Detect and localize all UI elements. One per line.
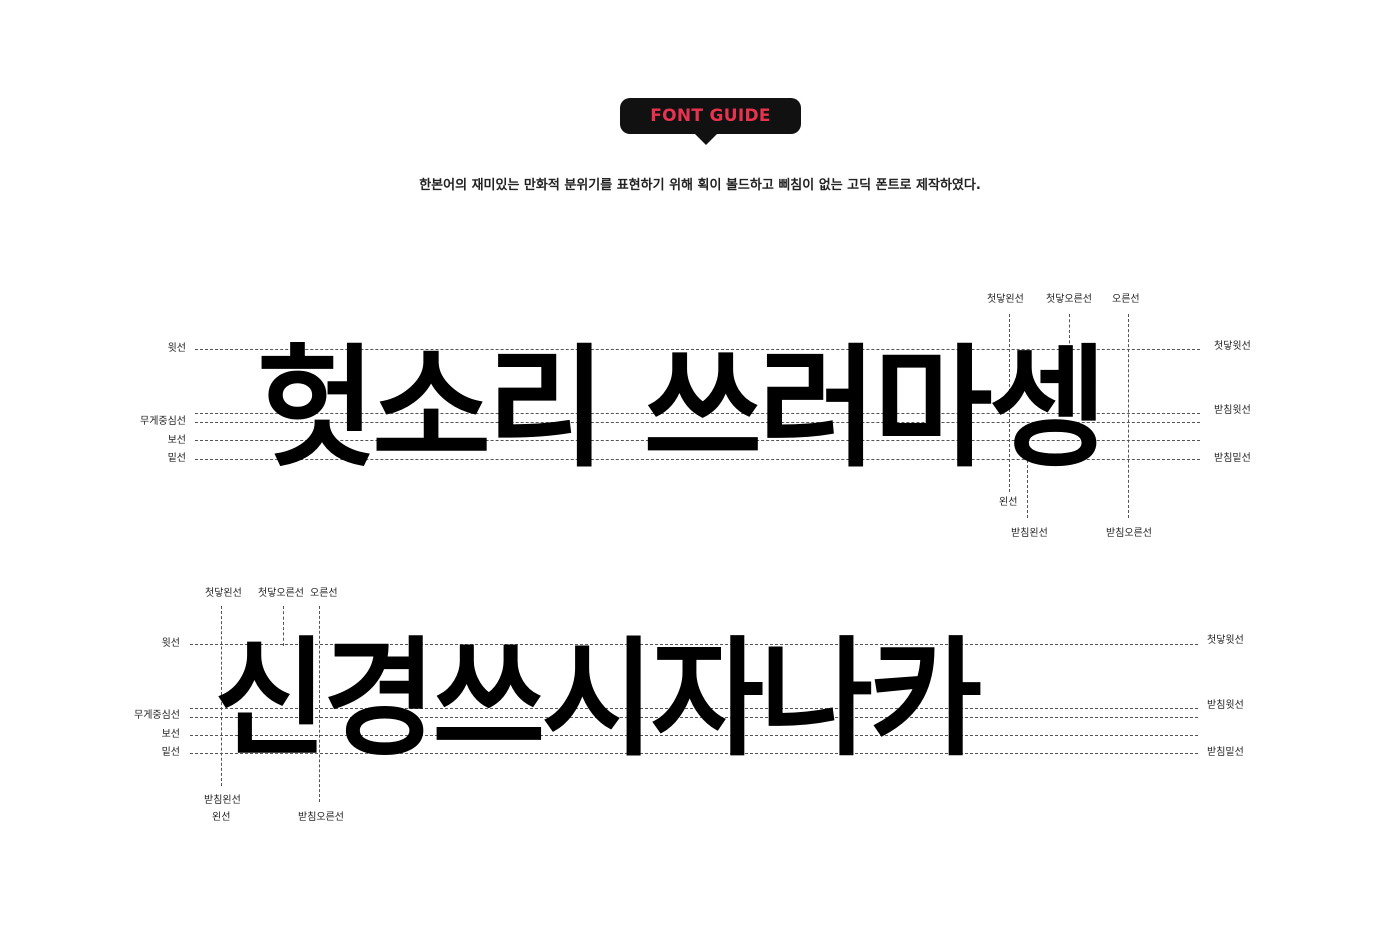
badge-label: FONT GUIDE bbox=[650, 106, 771, 126]
label-batchim-top: 받침윗선 bbox=[1207, 700, 1244, 711]
font-guide-badge: FONT GUIDE bbox=[620, 98, 801, 134]
label-base: 보선 bbox=[167, 435, 186, 446]
label-first-top: 첫닿윗선 bbox=[1207, 635, 1244, 646]
description-text: 한본어의 재미있는 만화적 분위기를 표현하기 위해 획이 볼드하고 삐침이 없… bbox=[419, 178, 981, 193]
label-first-top: 첫닿윗선 bbox=[1214, 341, 1251, 352]
glyph-sample-1: 헛소리 쓰러마셍 bbox=[257, 332, 1108, 486]
label-batchim-right: 받침오른선 bbox=[1106, 528, 1152, 539]
guide-top-line bbox=[195, 349, 1200, 350]
guide-right-line bbox=[1128, 314, 1129, 518]
label-batchim-bottom: 받침밑선 bbox=[1214, 453, 1251, 464]
guide-weight-line bbox=[195, 422, 1200, 423]
label-batchim-bottom: 받침밑선 bbox=[1207, 747, 1244, 758]
guide-first-left-line bbox=[1009, 314, 1010, 492]
guide-bottom-line bbox=[190, 753, 1198, 754]
label-batchim-right: 받침오른선 bbox=[298, 812, 344, 823]
speech-tail-icon bbox=[694, 133, 718, 145]
label-bottom: 밑선 bbox=[161, 747, 180, 758]
guide-weight-line bbox=[190, 717, 1198, 718]
label-weight: 무게중심선 bbox=[140, 416, 186, 427]
label-left: 왼선 bbox=[212, 812, 231, 823]
label-right: 오른선 bbox=[1112, 294, 1140, 305]
guide-first-left-line bbox=[221, 606, 222, 786]
glyph-sample-2: 신경쓰시자나카 bbox=[214, 625, 982, 774]
guide-right-line bbox=[319, 606, 320, 802]
label-right: 오른선 bbox=[310, 588, 338, 599]
label-top: 윗선 bbox=[161, 638, 180, 649]
guide-top-line bbox=[190, 644, 1198, 645]
label-batchim-top: 받침윗선 bbox=[1214, 405, 1251, 416]
guide-first-right-line bbox=[1069, 314, 1070, 354]
label-weight: 무게중심선 bbox=[134, 710, 180, 721]
guide-base-line bbox=[190, 735, 1198, 736]
guide-first-right-line bbox=[283, 606, 284, 646]
guide-bottom-line bbox=[195, 459, 1200, 460]
label-first-left: 첫닿왼선 bbox=[205, 588, 242, 599]
guide-batchim-top-line bbox=[195, 413, 1200, 414]
label-left: 왼선 bbox=[999, 497, 1018, 508]
label-first-right: 첫닿오른선 bbox=[1046, 294, 1092, 305]
label-first-left: 첫닿왼선 bbox=[987, 294, 1024, 305]
guide-batchim-top-line bbox=[190, 708, 1198, 709]
label-base: 보선 bbox=[161, 729, 180, 740]
label-batchim-left: 받침왼선 bbox=[204, 795, 241, 806]
label-bottom: 밑선 bbox=[167, 453, 186, 464]
label-batchim-left: 받침왼선 bbox=[1011, 528, 1048, 539]
guide-base-line bbox=[195, 440, 1200, 441]
label-top: 윗선 bbox=[167, 343, 186, 354]
guide-batchim-left-line bbox=[1027, 440, 1028, 518]
label-first-right: 첫닿오른선 bbox=[258, 588, 304, 599]
